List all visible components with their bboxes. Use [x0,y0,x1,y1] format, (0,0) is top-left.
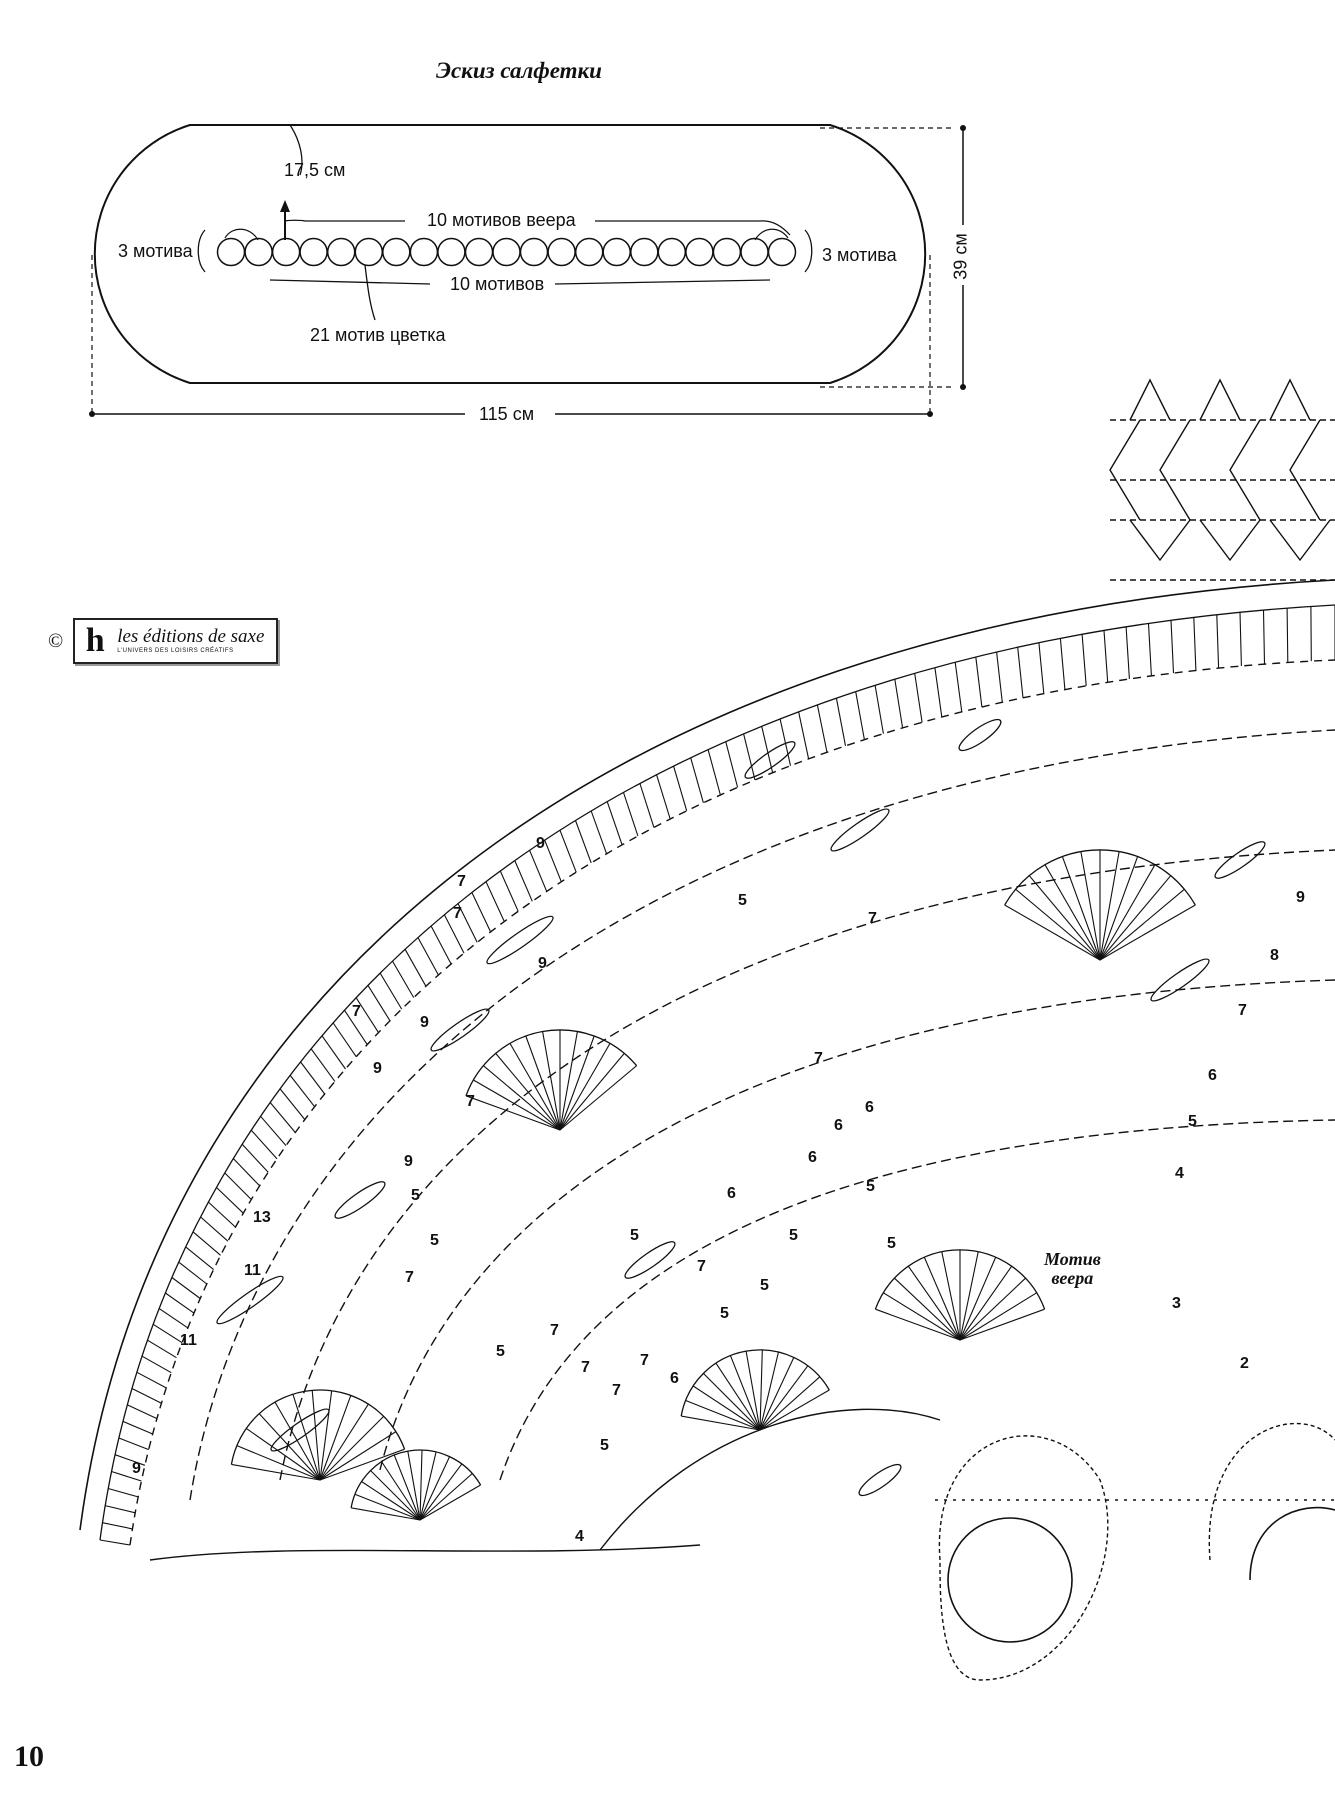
chart-row-number: 9 [404,1153,413,1170]
chart-row-number: 7 [1238,1002,1247,1019]
fan-motif-label: Мотив веера [1044,1250,1101,1288]
fan-row-label: 10 мотивов веера [427,210,576,230]
chart-row-number: 7 [405,1269,414,1286]
chart-row-number: 5 [738,892,747,909]
chart-row-number: 6 [808,1149,817,1166]
chart-row-number: 7 [453,905,462,922]
flower-motif-circle [216,237,246,267]
chart-row-number: 7 [612,1382,621,1399]
flower-motif-circle [519,237,549,267]
flower-motif-circle [602,237,631,267]
page-number: 10 [14,1740,44,1773]
flower-motif-circle [299,237,328,267]
flower-motif-circle [271,237,301,267]
chart-row-number: 7 [581,1359,590,1376]
bottom-row-label: 10 мотивов [450,274,545,294]
flower-motif-circle [464,237,494,267]
flower-motif-circle [437,237,466,267]
end-left-label: 3 мотива [118,241,193,261]
chart-row-number: 5 [720,1305,729,1322]
chart-row-number: 4 [1175,1165,1184,1182]
crochet-chart [79,378,1335,1681]
fan-motif-label-line2: веера [1051,1268,1094,1288]
chart-row-number: 5 [430,1232,439,1249]
flower-label: 21 мотив цветка [310,325,446,345]
chart-row-number: 2 [1240,1355,1249,1372]
chart-row-number: 9 [1296,889,1305,906]
chart-row-number: 9 [132,1460,141,1477]
chart-row-number: 9 [420,1014,429,1031]
chart-row-number: 9 [538,955,547,972]
flower-motif-circle [740,237,769,267]
chart-row-number: 6 [1208,1067,1217,1084]
chart-row-number: 5 [789,1227,798,1244]
chart-row-number: 9 [373,1060,382,1077]
flower-motif-circle [547,237,576,267]
chart-row-number: 8 [1270,947,1279,964]
chart-row-number: 3 [1172,1295,1181,1312]
fan-motif-label-line1: Мотив [1044,1249,1101,1269]
width-label: 115 см [479,404,535,424]
end-right-label: 3 мотива [822,245,897,265]
publisher-logo-box: h les éditions de saxe L'UNIVERS DES LOI… [73,618,279,664]
chart-row-number: 7 [814,1050,823,1067]
chart-row-number: 7 [697,1258,706,1275]
flower-motif-circle [244,237,273,267]
flower-motif-circle [630,237,659,267]
publisher-badge: © h les éditions de saxe L'UNIVERS DES L… [48,618,279,664]
chart-row-number: 5 [630,1227,639,1244]
height-label: 39 см [950,233,971,280]
flower-motif-circle [354,237,384,267]
chart-row-number: 7 [640,1352,649,1369]
chart-row-number: 11 [244,1262,261,1279]
chart-row-number: 7 [466,1093,475,1110]
chart-row-number: 4 [575,1528,584,1545]
flower-motif-circle [712,237,742,267]
chart-row-number: 5 [600,1437,609,1454]
chart-row-number: 5 [760,1277,769,1294]
chart-row-number: 6 [834,1117,843,1134]
sketch-outline [93,124,927,384]
flower-motif-circle [492,237,521,267]
chart-row-number: 13 [253,1209,271,1226]
chart-row-number: 6 [865,1099,874,1116]
flower-motif-circle [657,237,687,267]
flower-motif-row [216,228,797,267]
publisher-logo-icon: h [85,622,105,659]
flower-motif-circle [767,237,797,267]
chart-row-number: 7 [550,1322,559,1339]
flower-motif-circle [574,237,604,267]
chart-row-number: 9 [536,835,545,852]
copyright-symbol: © [48,629,64,652]
flower-motif-circle [382,237,411,267]
publisher-name: les éditions de saxe [117,626,265,647]
flower-motif-circle [326,237,356,267]
chart-row-number: 7 [457,873,466,890]
chart-row-number: 7 [868,910,877,927]
chart-row-number: 7 [352,1003,361,1020]
chart-row-number: 11 [180,1332,197,1349]
publisher-tagline: L'UNIVERS DES LOISIRS CRÉATIFS [117,648,234,654]
chart-row-number: 5 [496,1343,505,1360]
flower-motif-circle [409,237,439,267]
chart-row-number: 5 [887,1235,896,1252]
chart-row-number: 5 [411,1187,420,1204]
chart-row-number: 5 [866,1178,875,1195]
chart-row-number: 6 [670,1370,679,1387]
radius-label: 17,5 см [284,160,346,180]
chart-row-number: 6 [727,1185,736,1202]
sketch-title: Эскиз салфетки [436,58,602,83]
flower-motif-circle [685,237,714,267]
chart-row-number: 5 [1188,1113,1197,1130]
